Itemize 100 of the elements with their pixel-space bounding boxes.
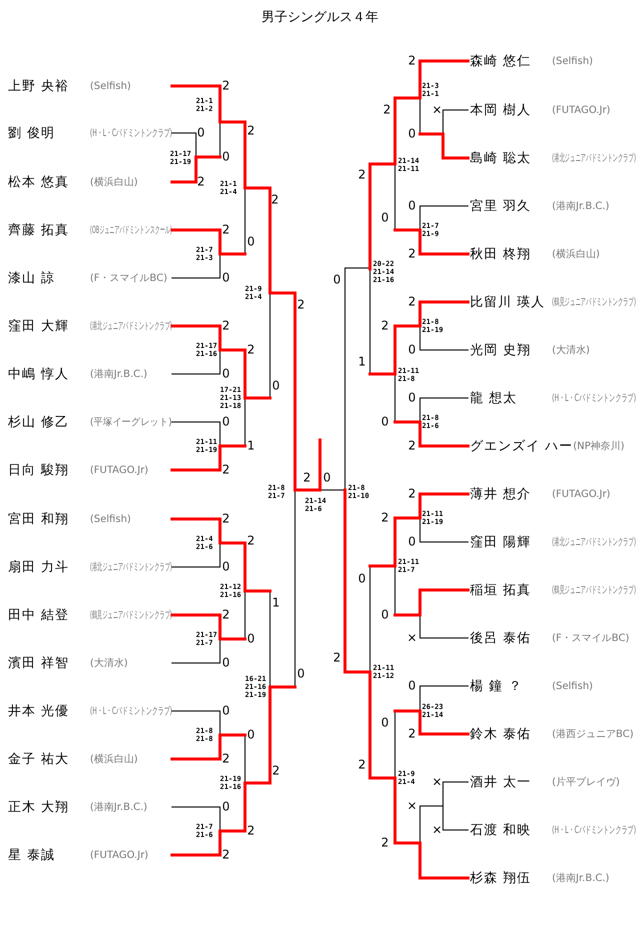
match-score: 2 <box>358 758 366 772</box>
club-name: (Selfish) <box>90 514 131 524</box>
match-score: 1 <box>272 596 280 610</box>
club-name: (H・L・Cバドミントンクラブ) <box>552 392 636 405</box>
club-name: (港北ジュニアバドミントンクラブ) <box>90 320 172 333</box>
club-name: (H・L・Cバドミントンクラブ) <box>90 704 172 718</box>
player-name: 後呂 泰佑 <box>470 630 532 647</box>
match-score: 2 <box>408 296 416 308</box>
match-score: 0 <box>408 392 416 404</box>
player-name: 宮里 羽久 <box>470 198 532 215</box>
club-name: (横浜白山) <box>90 176 138 189</box>
player-name: 本岡 樹人 <box>470 102 532 119</box>
club-name: (大清水) <box>552 344 590 357</box>
walkover-mark: × <box>406 800 418 812</box>
match-score: 0 <box>408 536 416 548</box>
player-name: 扇田 力斗 <box>8 559 70 576</box>
walkover-mark: × <box>432 824 442 836</box>
match-score: 0 <box>381 212 389 224</box>
club-name: (FUTAGO.Jr) <box>90 464 148 476</box>
match-score: 2 <box>381 836 389 850</box>
match-score: 0 <box>222 800 230 814</box>
player-name: 島崎 聡太 <box>470 150 532 167</box>
player-name: 楊 鐘 ？ <box>470 678 524 695</box>
match-score: 2 <box>247 534 255 548</box>
player-name: 薄井 想介 <box>470 486 532 503</box>
club-name: (港西ジュニアBC) <box>552 728 634 741</box>
player-name: 正木 大翔 <box>8 799 70 816</box>
player-name: 窪田 陽輝 <box>470 534 532 551</box>
match-score: 0 <box>222 656 230 670</box>
player-name: 日向 駿翔 <box>8 462 70 479</box>
player-name: 稲垣 拓真 <box>470 582 532 599</box>
player-name: 井本 光優 <box>8 703 70 720</box>
player-name: 漆山 諒 <box>8 270 56 287</box>
match-score: 0 <box>408 200 416 212</box>
match-score: 0 <box>408 680 416 692</box>
club-name: (片平ブレイヴ) <box>552 776 620 789</box>
player-name: 秋田 柊翔 <box>470 246 532 263</box>
match-score: 2 <box>408 248 416 260</box>
match-score: 2 <box>333 652 341 664</box>
match-score: 0 <box>247 728 255 742</box>
club-name: (横浜白山) <box>90 752 138 766</box>
match-score: 2 <box>247 344 255 356</box>
match-score: 2 <box>222 224 230 236</box>
club-name: (Selfish) <box>552 680 593 692</box>
match-score: 0 <box>381 608 389 622</box>
match-score: 0 <box>222 150 230 164</box>
match-score: 0 <box>272 380 280 392</box>
match-score: 2 <box>222 464 230 476</box>
player-name: 金子 祐大 <box>8 751 70 768</box>
club-name: (FUTAGO.Jr) <box>552 488 610 500</box>
match-score: 0 <box>247 236 255 248</box>
club-name: (鶴見ジュニアバドミントンクラブ) <box>90 608 172 622</box>
match-score: 2 <box>358 168 366 182</box>
club-name: (Selfish) <box>552 56 593 66</box>
match-score: 0 <box>381 416 389 428</box>
walkover-mark: × <box>432 104 442 116</box>
player-name: 上野 央裕 <box>8 78 70 95</box>
match-score: 2 <box>408 488 416 500</box>
match-score: 2 <box>247 824 255 838</box>
match-score: 0 <box>222 368 230 380</box>
match-score: 2 <box>408 440 416 452</box>
match-score: 2 <box>272 764 280 778</box>
player-name: 中嶋 惇人 <box>8 366 70 383</box>
player-name: 石渡 和映 <box>470 822 532 839</box>
match-score: 0 <box>323 472 331 484</box>
club-name: (鶴見ジュニアバドミントンクラブ) <box>552 296 636 309</box>
club-name: (港南Jr.B.C.) <box>90 800 148 814</box>
match-score: 2 <box>247 124 255 138</box>
match-score: 0 <box>358 572 366 586</box>
match-score: 2 <box>381 512 389 524</box>
player-name: 窪田 大輝 <box>8 318 70 335</box>
club-name: (OBジュニアバドミントンスクール) <box>90 224 172 237</box>
club-name: (F・スマイルBC) <box>90 272 168 285</box>
walkover-mark: × <box>406 632 418 644</box>
match-score: 0 <box>222 704 230 718</box>
match-score: 2 <box>297 298 305 312</box>
title: 男子シングルス４年 <box>260 9 380 26</box>
match-score: 2 <box>408 728 416 740</box>
club-name: (NP神奈川) <box>573 440 624 453</box>
match-score: 1 <box>247 440 255 452</box>
match-score: 2 <box>222 608 230 622</box>
player-name: 龍 想太 <box>470 390 518 407</box>
player-name: 光岡 史翔 <box>470 342 532 359</box>
match-score: 2 <box>303 472 311 484</box>
club-name: (F・スマイルBC) <box>552 632 630 645</box>
match-score: 0 <box>297 668 305 680</box>
match-score: 0 <box>333 274 341 286</box>
player-name: 杉山 修乙 <box>8 414 70 431</box>
player-name: 酒井 太一 <box>470 774 532 791</box>
player-name: 森崎 悠仁 <box>470 53 532 70</box>
player-name: 杉森 翔伍 <box>470 870 532 887</box>
match-score: 2 <box>222 848 230 862</box>
club-name: (港北ジュニアバドミントンクラブ) <box>90 560 172 574</box>
player-name: 田中 結登 <box>8 607 70 624</box>
match-score: 2 <box>222 80 230 92</box>
match-score: 2 <box>408 54 416 68</box>
player-name: 齊藤 拓真 <box>8 222 70 239</box>
match-score: 2 <box>222 512 230 526</box>
club-name: (H・L・Cバドミントンクラブ) <box>90 126 172 140</box>
club-name: (港南Jr.B.C.) <box>552 872 610 885</box>
